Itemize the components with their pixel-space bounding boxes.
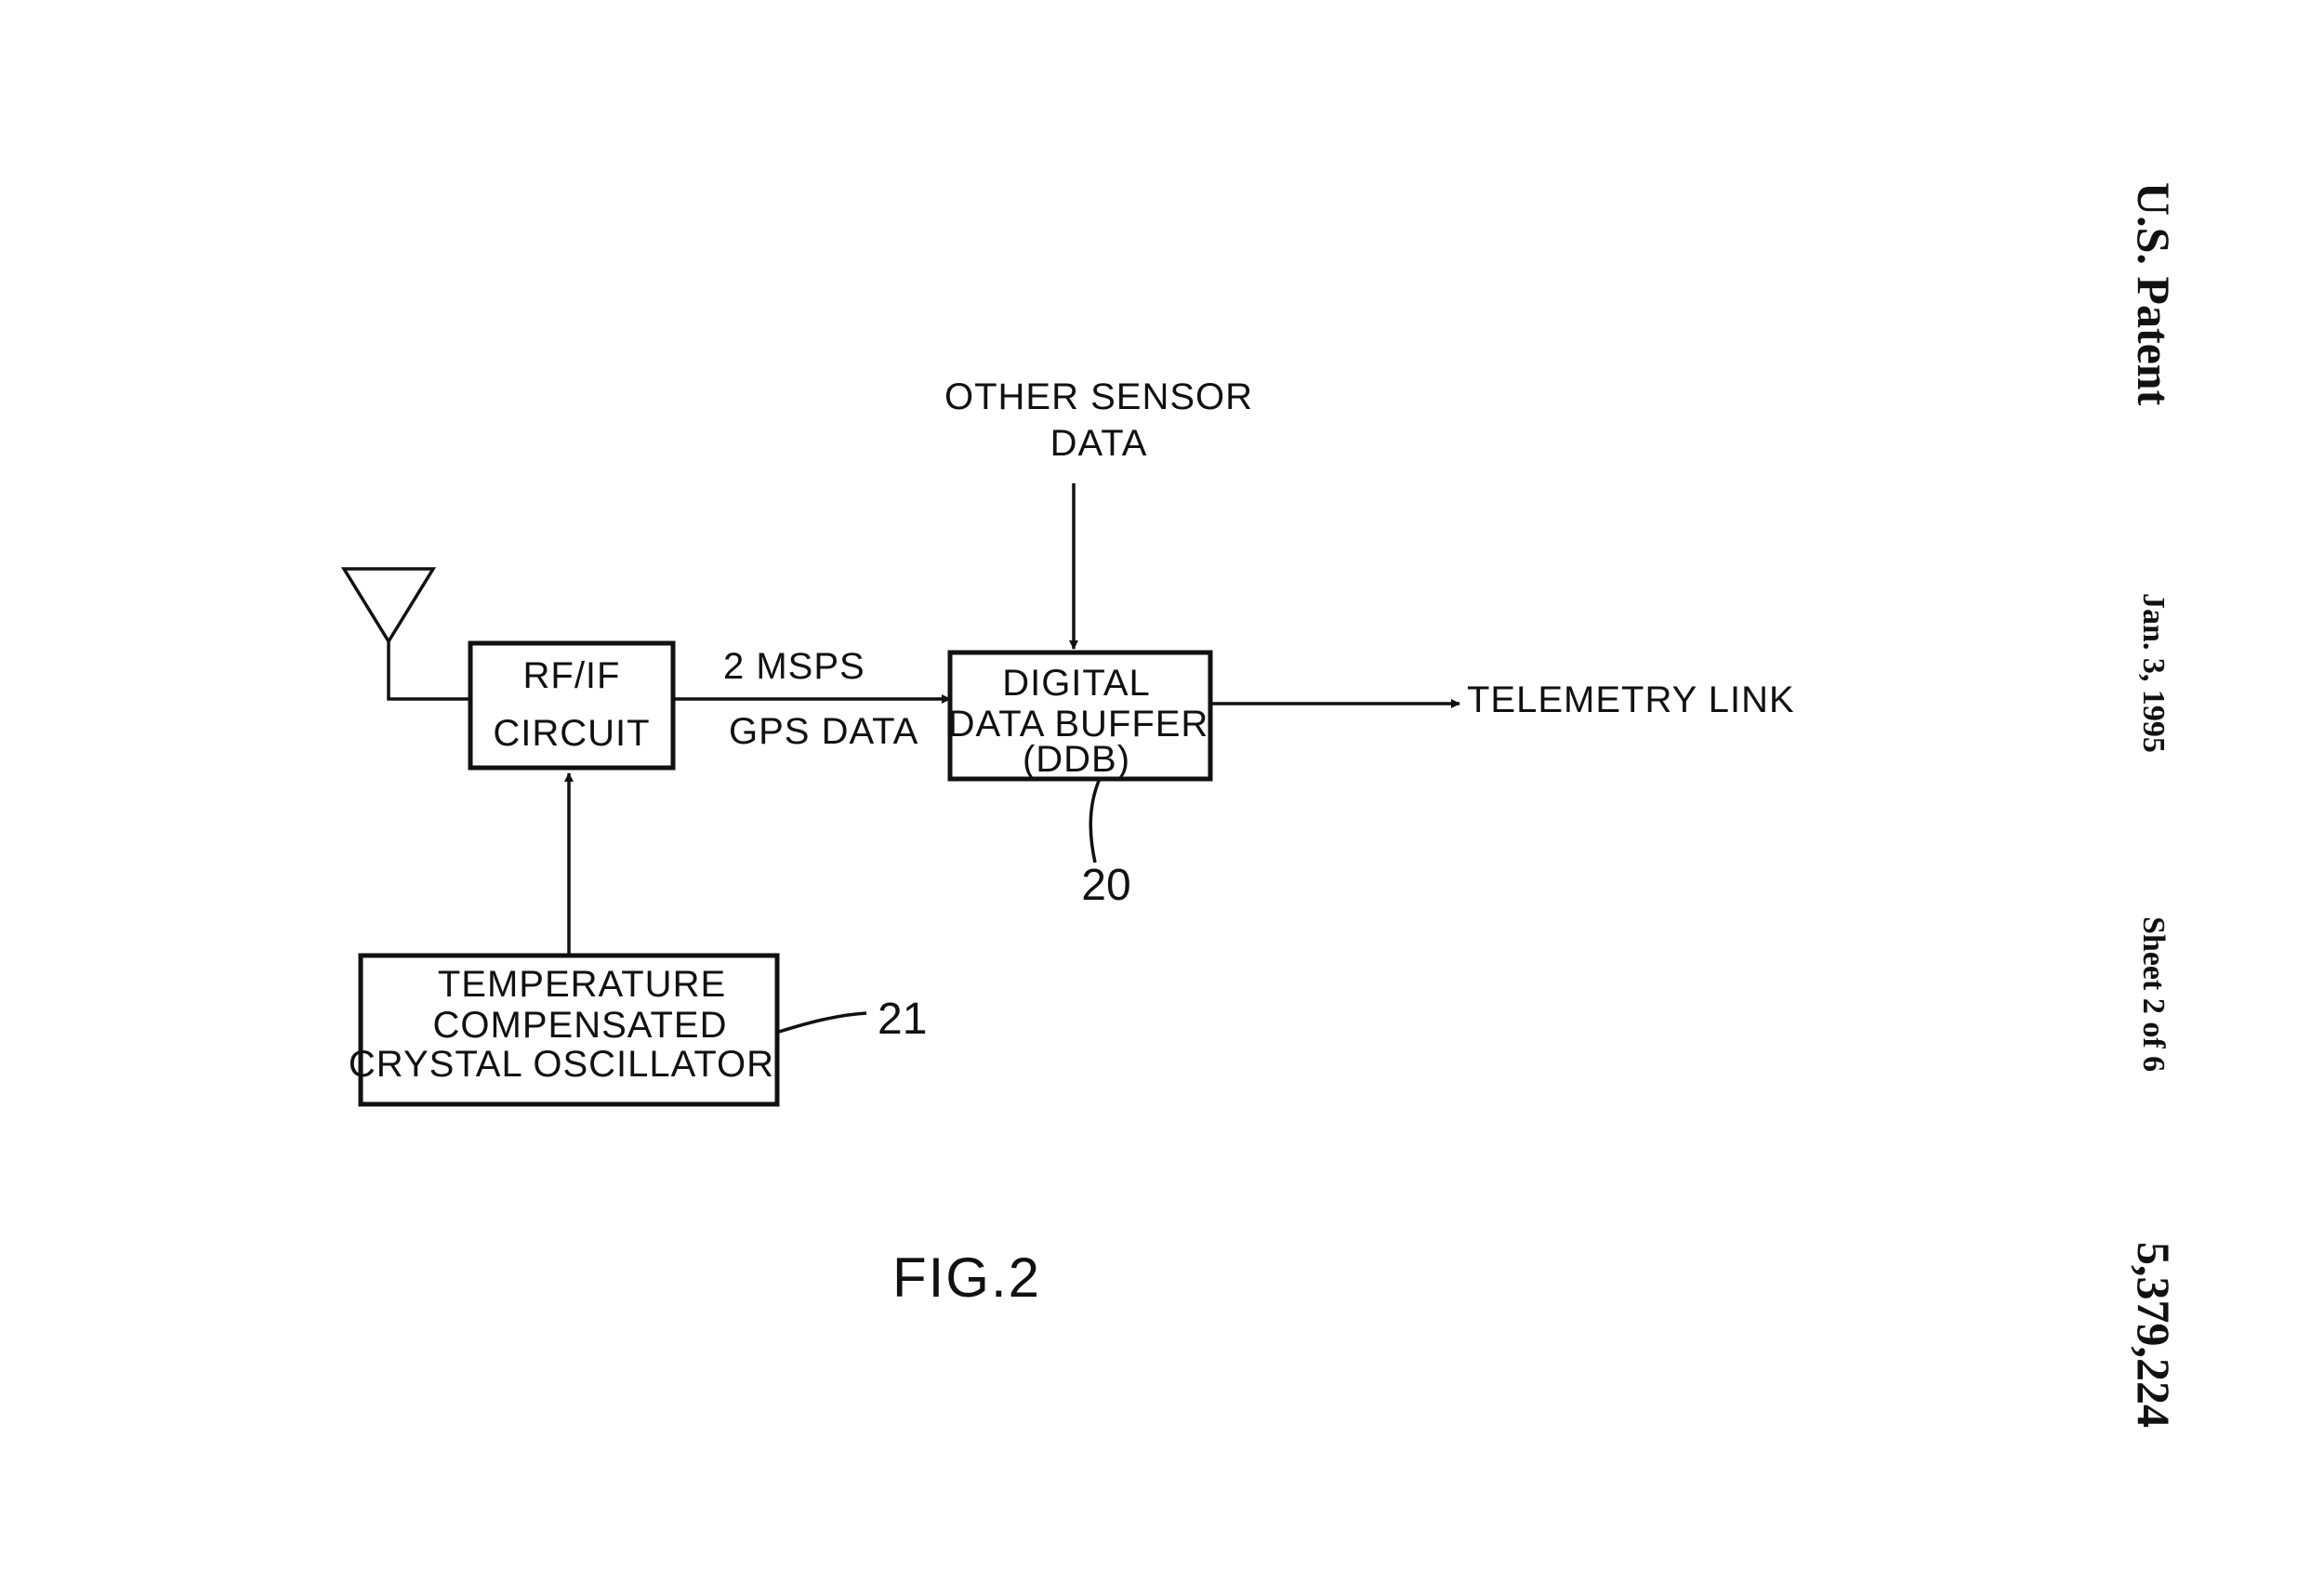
ref-21-leader — [778, 1011, 867, 1034]
rf-if-circuit-block: RF/IF CIRCUIT — [468, 640, 676, 771]
patent-header: U.S. Patent Jan. 3, 1995 Sheet 2 of 6 5,… — [2128, 182, 2180, 1428]
msps-label: 2 MSPS — [723, 646, 865, 687]
patent-date: Jan. 3, 1995 — [2136, 593, 2171, 753]
other-sensor-label-line2: DATA — [1050, 423, 1148, 464]
rf-if-label-line2: CIRCUIT — [493, 713, 650, 754]
ddb-label-line1: DIGITAL — [1002, 663, 1151, 704]
patent-sheet: Sheet 2 of 6 — [2136, 916, 2171, 1072]
telemetry-link-label: TELEMETRY LINK — [1467, 679, 1795, 720]
ref-20-numeral: 20 — [1081, 861, 1130, 910]
patent-label: U.S. Patent — [2128, 182, 2180, 406]
ref-21-numeral: 21 — [878, 995, 927, 1044]
other-sensor-label-line1: OTHER SENSOR — [944, 376, 1253, 417]
ddb-label-line3: (DDB) — [1023, 739, 1130, 780]
digital-data-buffer-block: DIGITAL DATA BUFFER (DDB) — [947, 650, 1213, 782]
rf-if-label-line1: RF/IF — [523, 655, 621, 696]
patent-number: 5,379,224 — [2128, 1242, 2180, 1428]
tcxo-block: TEMPERATURE COMPENSATED CRYSTAL OSCILLAT… — [349, 953, 780, 1107]
tcxo-label-line1: TEMPERATURE — [438, 964, 726, 1005]
gps-data-label: GPS DATA — [729, 711, 918, 752]
figure-label: FIG.2 — [892, 1246, 1041, 1309]
antenna-icon — [340, 567, 470, 701]
tcxo-label-line3: CRYSTAL OSCILLATOR — [349, 1044, 774, 1085]
ref-20-leader — [1089, 780, 1101, 864]
tcxo-label-line2: COMPENSATED — [433, 1005, 728, 1046]
ddb-label-line2: DATA BUFFER — [948, 704, 1209, 745]
